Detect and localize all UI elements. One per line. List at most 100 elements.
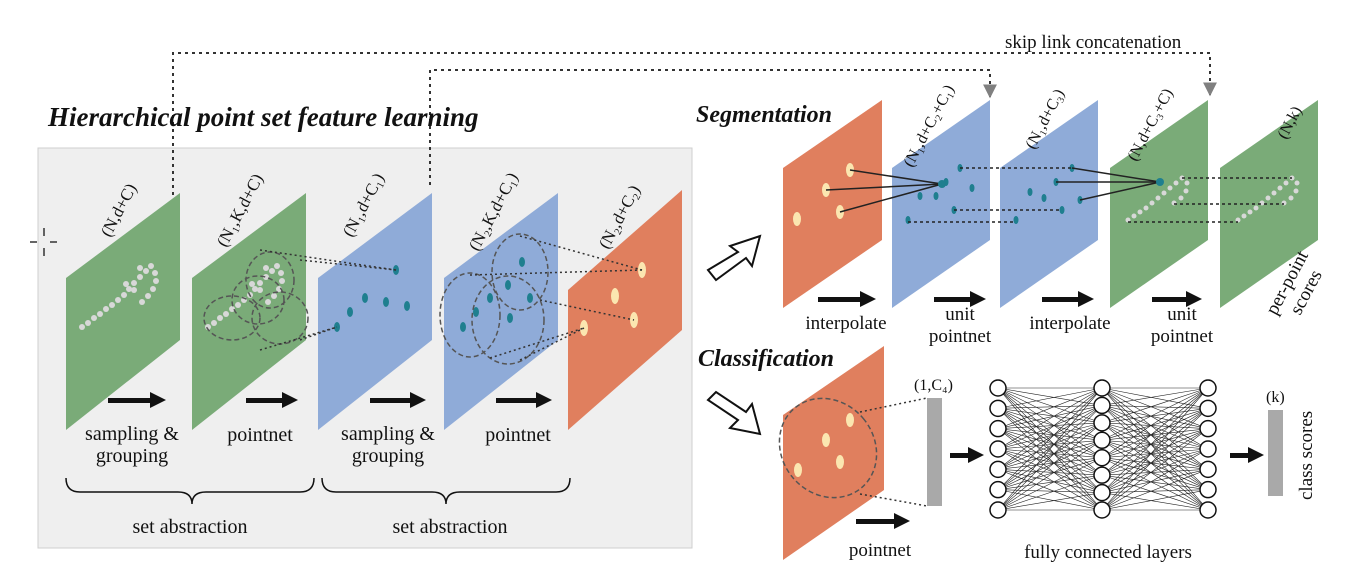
fc-edge — [997, 408, 1103, 511]
fc-edge — [997, 408, 1103, 493]
layer-centroid-features — [318, 193, 432, 430]
fc-edge — [1101, 469, 1209, 511]
fc-node — [989, 379, 1007, 397]
fc-edge — [997, 440, 1103, 490]
fc-edge — [1101, 387, 1209, 441]
layer-grouped-points — [192, 193, 306, 430]
fc-edge — [1101, 440, 1209, 490]
fc-edge — [997, 387, 1103, 429]
seg-layer-blue-2 — [1000, 100, 1098, 308]
fc-edge — [997, 405, 1103, 490]
fc-edge — [1101, 439, 1209, 450]
fc-edge — [997, 387, 1103, 406]
fc-edge — [1101, 387, 1209, 424]
fc-edge — [1101, 408, 1209, 476]
classification-branch-arrow — [706, 390, 762, 436]
centroid-points-1 — [334, 265, 410, 332]
layer-grouped-centroids — [444, 193, 558, 430]
fc-edge — [1101, 474, 1209, 511]
fc-edge — [997, 457, 1103, 490]
crosshair-icon — [30, 228, 57, 256]
fc-edge — [1101, 408, 1209, 424]
set-abstraction-label-2: set abstraction — [393, 516, 508, 538]
projection-lines-2 — [469, 235, 643, 361]
fc-node — [1093, 431, 1111, 450]
global-feature-bar — [927, 398, 942, 506]
fc-edge — [997, 408, 1103, 424]
grouping-circles-2 — [439, 233, 549, 365]
fc-node — [989, 480, 1007, 499]
fc-node — [1199, 419, 1217, 438]
feature-points-1 — [580, 262, 646, 336]
fc-edge — [1101, 408, 1209, 441]
fc-edge — [997, 474, 1103, 490]
fc-edge — [1101, 474, 1209, 490]
fc-edge — [997, 422, 1103, 450]
fc-edge — [997, 405, 1103, 470]
fc-edge — [997, 422, 1103, 470]
fc-node — [1093, 483, 1111, 502]
fc-edge — [1101, 457, 1209, 470]
fc-edge — [997, 387, 1103, 511]
fc-edge — [997, 440, 1103, 511]
seg-layer-orange — [783, 100, 882, 308]
fc-node — [1199, 440, 1217, 458]
fc-edge — [1101, 428, 1209, 493]
fc-edge — [997, 387, 1103, 470]
fc-edge — [1101, 469, 1209, 493]
fc-edge — [997, 387, 1103, 409]
sampling-grouping-label-2b: grouping — [352, 445, 424, 467]
cls-pointnet-label: pointnet — [849, 540, 912, 561]
fc-edge — [1101, 408, 1209, 458]
seg-skip-dotted-lines — [908, 167, 1292, 223]
class-scores-bar — [1268, 410, 1283, 496]
centroid-points-2 — [460, 257, 533, 332]
fc-edge — [997, 457, 1103, 511]
dim-c1: (1,C₄) — [914, 377, 953, 394]
class-scores-label: class scores — [1296, 411, 1317, 500]
fc-edge — [1101, 387, 1209, 458]
fc-edge — [997, 474, 1103, 511]
fc-node — [1093, 448, 1111, 467]
fc-node — [989, 501, 1007, 519]
sampling-grouping-label-2a: sampling & — [341, 423, 435, 445]
fc-edge — [997, 408, 1103, 476]
sampling-grouping-label-1b: grouping — [96, 445, 168, 467]
fc-edge — [1101, 428, 1209, 476]
fc-edge — [997, 469, 1103, 511]
fc-edge — [1101, 448, 1209, 476]
pointnet-label-1: pointnet — [227, 424, 293, 446]
fc-edge — [997, 469, 1103, 476]
fc-edge — [997, 428, 1103, 511]
segmentation-title: Segmentation — [696, 102, 832, 128]
unit-pointnet-label-1a: unit — [945, 304, 975, 325]
fc-edge — [997, 405, 1103, 409]
fc-edge — [997, 408, 1103, 441]
fc-edge — [1101, 448, 1209, 493]
seg-layer-green-2 — [1220, 100, 1318, 308]
fc-edge — [1101, 405, 1209, 470]
fc-edge — [997, 422, 1103, 490]
fc-node — [1093, 466, 1111, 484]
cls-orange-points — [794, 413, 854, 477]
brace-set-abstraction-1 — [65, 477, 315, 505]
fc-edge — [997, 448, 1103, 459]
fc-nodes — [989, 379, 1217, 519]
unit-pointnet-label-2a: unit — [1167, 304, 1197, 325]
fc-edge — [997, 405, 1103, 511]
fc-edge — [1101, 422, 1209, 429]
interpolate-label-2: interpolate — [1029, 313, 1110, 334]
fc-edge — [997, 422, 1103, 511]
fc-edges — [997, 387, 1209, 511]
fully-connected-label: fully connected layers — [1024, 542, 1192, 563]
skip-link-label: skip link concatenation — [1005, 32, 1182, 53]
fc-edge — [1101, 489, 1209, 511]
fc-edge — [997, 469, 1103, 493]
fc-edge — [1101, 448, 1209, 511]
fc-node — [989, 440, 1007, 458]
fc-edge — [1101, 422, 1209, 450]
fc-node — [1199, 501, 1217, 519]
fc-edge — [1101, 387, 1209, 476]
step-arrows-left — [108, 392, 552, 408]
